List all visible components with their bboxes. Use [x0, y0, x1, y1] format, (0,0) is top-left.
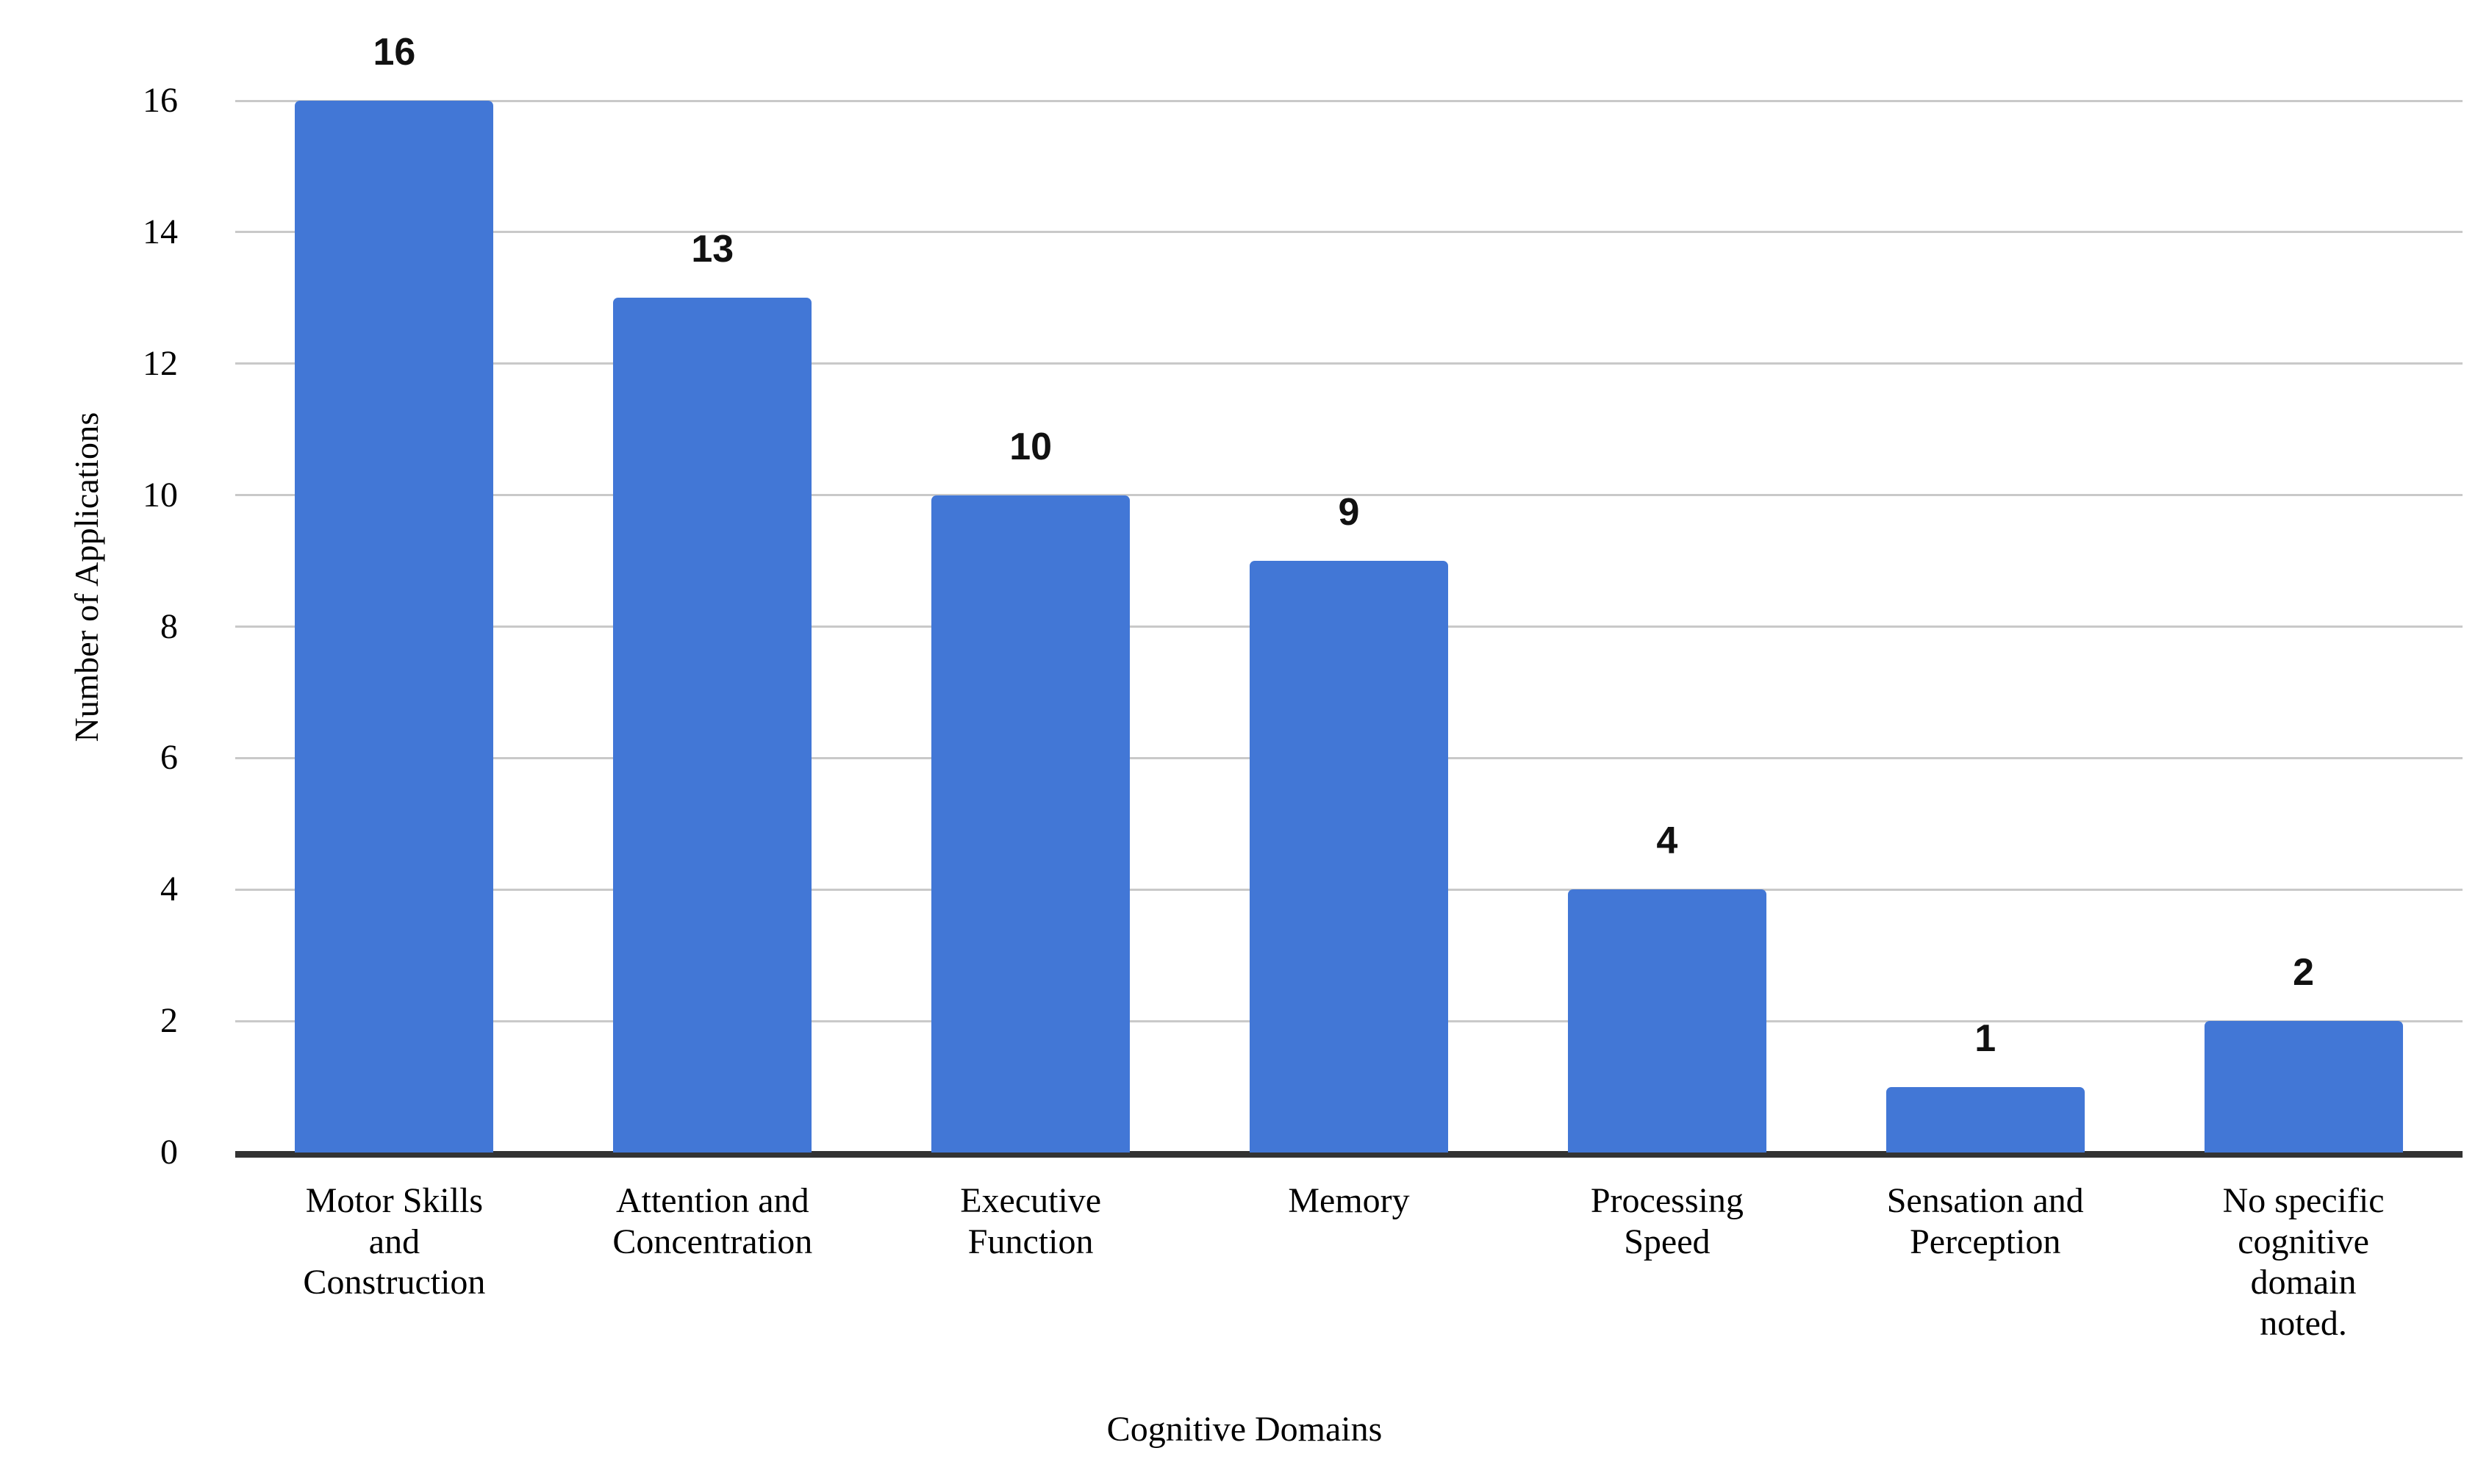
bar[interactable] [295, 101, 494, 1153]
x-axis-line [235, 1151, 2463, 1158]
bar-value-label: 2 [2293, 951, 2315, 994]
x-axis-category-label: Executive Function [960, 1181, 1102, 1261]
gridline [235, 494, 2463, 497]
bar-value-label: 4 [1656, 820, 1678, 863]
x-axis-category-label: No specific cognitive domain noted. [2222, 1181, 2385, 1344]
bar-group[interactable]: 2 No specific cognitive domain noted. [2204, 0, 2403, 1484]
x-axis-category-label: Attention and Concentration [612, 1181, 813, 1261]
bar[interactable] [1885, 1086, 2085, 1153]
bar[interactable] [931, 495, 1131, 1153]
gridline [235, 99, 2463, 102]
x-axis-category-label: Memory [1288, 1181, 1410, 1220]
bar-value-label: 10 [1009, 425, 1053, 468]
bar-value-label: 13 [691, 228, 734, 271]
x-axis-category-label: Sensation and Perception [1886, 1181, 2084, 1261]
x-axis-category-label: Processing Speed [1590, 1181, 1744, 1261]
bar-value-label: 16 [373, 31, 416, 74]
y-axis-tick-label: 8 [160, 606, 178, 646]
bar-value-label: 1 [1974, 1017, 1996, 1060]
y-axis-tick-label: 10 [143, 475, 178, 515]
bar[interactable] [613, 298, 812, 1153]
bar[interactable] [1567, 889, 1766, 1153]
y-axis-tick-label: 6 [160, 738, 178, 778]
x-axis-title: Cognitive Domains [1106, 1410, 1383, 1449]
bar[interactable] [2204, 1021, 2403, 1153]
y-axis-tick-label: 12 [143, 343, 178, 383]
gridline [235, 231, 2463, 234]
y-axis-tick-label: 4 [160, 870, 178, 909]
bar-value-label: 9 [1338, 491, 1360, 534]
y-axis-tick-label: 2 [160, 1001, 178, 1041]
y-axis-tick-labels: 0 2 4 6 8 10 12 14 16 [0, 0, 213, 1484]
y-axis-tick-label: 16 [143, 81, 178, 120]
gridline [235, 362, 2463, 365]
y-axis-tick-label: 0 [160, 1133, 178, 1172]
x-axis-category-label: Motor Skills and Construction [303, 1181, 486, 1302]
bar[interactable] [1250, 561, 1448, 1153]
y-axis-tick-label: 14 [143, 212, 178, 251]
